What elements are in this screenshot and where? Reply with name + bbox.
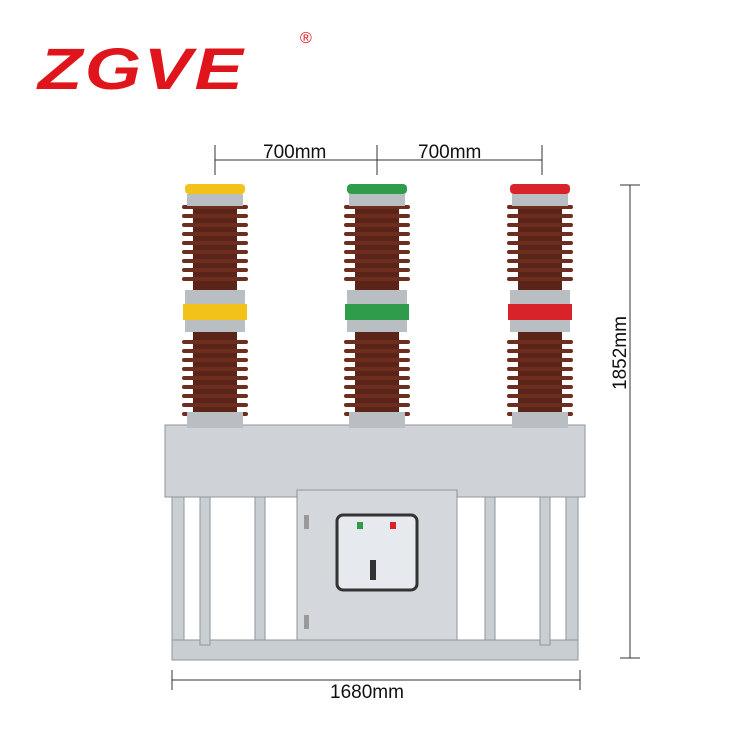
- insulator-shed: [182, 385, 248, 389]
- insulator-shed: [182, 268, 248, 272]
- insulator-shed: [507, 367, 573, 371]
- control-panel: [335, 513, 419, 592]
- insulator-shed: [182, 232, 248, 236]
- insulator-shed: [182, 376, 248, 380]
- insulator-shed: [344, 340, 410, 344]
- insulator-shed: [182, 358, 248, 362]
- phase-band: [508, 304, 572, 320]
- operating-handle: [370, 560, 376, 580]
- insulator-shed: [507, 232, 573, 236]
- phase-band: [345, 304, 409, 320]
- insulator-shed: [182, 403, 248, 407]
- insulator-shed: [182, 241, 248, 245]
- insulator-shed: [507, 259, 573, 263]
- insulator-shed: [182, 259, 248, 263]
- top-flange: [349, 194, 405, 206]
- insulator-shed: [507, 403, 573, 407]
- insulator-shed: [507, 268, 573, 272]
- insulator-shed: [507, 376, 573, 380]
- insulator-shed: [182, 349, 248, 353]
- open-indicator: [390, 522, 396, 529]
- insulator-shed: [344, 358, 410, 362]
- insulator-shed: [344, 367, 410, 371]
- support-frame: [171, 494, 579, 661]
- insulator-shed: [344, 259, 410, 263]
- insulator-shed: [344, 223, 410, 227]
- insulator-shed: [344, 232, 410, 236]
- insulator-shed: [344, 376, 410, 380]
- mechanism-housing: [164, 424, 586, 498]
- insulator-shed: [507, 349, 573, 353]
- insulator-shed: [344, 214, 410, 218]
- insulator-shed: [344, 349, 410, 353]
- insulator-shed: [507, 214, 573, 218]
- insulator-shed: [182, 277, 248, 281]
- bottom-flange: [512, 412, 568, 428]
- door-hinge: [304, 515, 309, 529]
- brand-logo: ZGVE: [38, 37, 246, 102]
- insulator-shed: [182, 340, 248, 344]
- phase-band: [183, 304, 247, 320]
- insulator-shed: [507, 358, 573, 362]
- mid-flange: [185, 320, 245, 332]
- dimension-spacing-right: 700mm: [418, 142, 482, 163]
- registered-mark: ®: [300, 30, 312, 47]
- insulator-shed: [344, 394, 410, 398]
- top-flange: [187, 194, 243, 206]
- insulator-shed: [344, 403, 410, 407]
- phase-cap: [185, 184, 245, 194]
- insulator-shed: [182, 394, 248, 398]
- insulator-shed: [182, 223, 248, 227]
- insulator-shed: [507, 250, 573, 254]
- insulator-shed: [344, 268, 410, 272]
- mid-flange: [347, 320, 407, 332]
- phase-cap: [510, 184, 570, 194]
- bottom-flange: [349, 412, 405, 428]
- insulator-shed: [344, 250, 410, 254]
- mid-flange: [347, 290, 407, 304]
- dimension-lines: [171, 145, 640, 690]
- mid-flange: [510, 290, 570, 304]
- dimension-spacing-left: 700mm: [263, 142, 327, 163]
- bottom-flange: [187, 412, 243, 428]
- insulator-shed: [182, 367, 248, 371]
- insulator-shed: [182, 214, 248, 218]
- insulator-shed: [507, 394, 573, 398]
- phase-cap: [347, 184, 407, 194]
- insulator-shed: [344, 277, 410, 281]
- insulator-shed: [507, 277, 573, 281]
- insulator-shed: [507, 241, 573, 245]
- insulator-shed: [182, 250, 248, 254]
- door-hinge: [304, 615, 309, 629]
- insulator-shed: [344, 385, 410, 389]
- insulator-shed: [507, 385, 573, 389]
- dimension-height: 1852mm: [610, 316, 631, 390]
- insulator-shed: [507, 340, 573, 344]
- insulator-shed: [344, 241, 410, 245]
- insulator-shed: [507, 223, 573, 227]
- top-flange: [512, 194, 568, 206]
- mid-flange: [185, 290, 245, 304]
- mid-flange: [510, 320, 570, 332]
- dimension-width: 1680mm: [330, 682, 404, 703]
- close-indicator: [357, 522, 363, 529]
